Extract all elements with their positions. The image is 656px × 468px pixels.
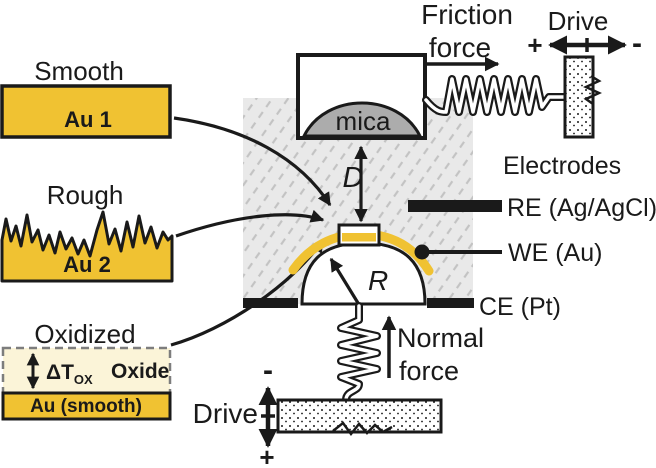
rough-pointer-arrow	[175, 209, 325, 238]
reference-electrode-bar	[408, 200, 502, 212]
drive-top-plus: +	[527, 30, 542, 60]
drive-bottom-plus: +	[259, 442, 274, 468]
radius-arrow	[329, 257, 360, 304]
we-label: WE (Au)	[508, 239, 602, 267]
mica-label: mica	[336, 106, 391, 136]
drive-bottom-label: Drive	[193, 398, 258, 429]
radius-label: R	[368, 265, 388, 296]
drive-bottom-actuator-block	[276, 398, 443, 434]
sample-oxidized: Oxidized ΔTOX Oxide Au (smooth)	[1, 319, 172, 421]
gold-rough-block	[0, 210, 174, 283]
oxide-label: Oxide	[111, 360, 169, 383]
gold-lens-assembly: R	[288, 223, 434, 306]
counter-electrode-bar-left	[243, 298, 298, 308]
drive-top-strain-squiggle	[583, 74, 602, 106]
delta-t: ΔT	[46, 361, 74, 384]
oxidized-title: Oxidized	[34, 319, 135, 349]
gap-label: D	[343, 162, 364, 194]
rough-title: Rough	[47, 180, 124, 210]
gold-smooth-block	[0, 84, 172, 139]
normal-label-line1: Normal	[397, 323, 484, 353]
normal-spring-core	[339, 304, 379, 402]
friction-assembly: Friction force Drive + -	[421, 0, 642, 139]
drive-top-label: Drive	[548, 6, 609, 36]
au1-label: Au 1	[64, 107, 112, 132]
smooth-title: Smooth	[34, 56, 124, 86]
drive-bottom-strain-squiggle	[332, 421, 393, 437]
normal-label-line2: force	[399, 356, 459, 386]
gap-annotation: D	[343, 145, 368, 223]
gold-substrate-block	[1, 391, 172, 421]
oxide-thickness-label: ΔTOX	[46, 361, 93, 387]
ce-label: CE (Pt)	[479, 293, 561, 321]
friction-label-line1: Friction	[421, 0, 513, 30]
electrodes: Electrodes RE (Ag/AgCl) WE (Au) CE (Pt)	[243, 152, 656, 321]
mica-dome	[301, 101, 423, 138]
electrodes-heading: Electrodes	[503, 152, 621, 180]
friction-spring-core	[424, 77, 567, 114]
sample-gold-strip	[342, 233, 376, 242]
friction-label-line2: force	[429, 32, 491, 63]
mica-assembly: mica	[296, 53, 427, 140]
normal-assembly: Normal force Drive - +	[193, 302, 484, 468]
drive-bottom-minus: -	[263, 354, 273, 387]
sample-rough: Rough Au 2	[0, 180, 174, 283]
drive-top-minus: -	[632, 27, 642, 60]
re-label: RE (Ag/AgCl)	[507, 194, 656, 222]
sample-smooth: Smooth Au 1	[0, 56, 172, 139]
au2-label: Au 2	[63, 252, 111, 277]
au-smooth-label: Au (smooth)	[30, 396, 142, 417]
counter-electrode-bar-right	[427, 298, 474, 308]
smooth-pointer-arrow	[173, 116, 332, 207]
delta-t-subscript: OX	[74, 372, 93, 387]
